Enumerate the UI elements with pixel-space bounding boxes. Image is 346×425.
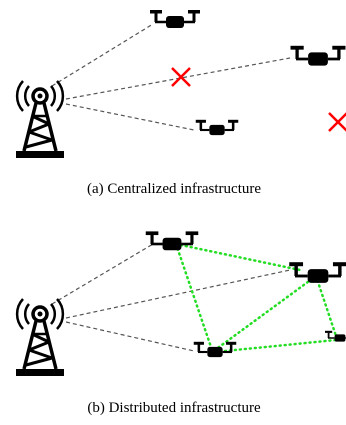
drone-icon: [288, 44, 346, 68]
mesh-link: [213, 274, 318, 352]
mesh-link: [314, 274, 339, 341]
red-cross-icon: [170, 66, 192, 88]
caption-distributed: (b) Distributed infrastructure: [87, 400, 261, 416]
panel-distributed: (b) Distributed infrastructure: [14, 229, 346, 416]
cell-tower-icon: [14, 297, 66, 378]
drone-icon: [148, 8, 202, 30]
cell-tower-icon: [14, 79, 66, 160]
mesh-link: [213, 338, 338, 354]
mesh-link: [174, 242, 214, 352]
panel-centralized: (a) Centralized infrastructure: [14, 8, 346, 197]
dashed-links-b: [51, 243, 291, 352]
drone-icon: [194, 118, 240, 137]
caption-centralized: (a) Centralized infrastructure: [87, 181, 261, 197]
drone-icon: [287, 260, 346, 285]
link-tower-drone-a: [51, 243, 154, 305]
link-tower-drone-c: [65, 321, 195, 352]
link-tower-drone3: [65, 103, 195, 131]
link-tower-drone1: [51, 23, 154, 87]
red-cross-icon: [327, 111, 346, 133]
drone-icon: [192, 340, 238, 359]
mesh-links: [174, 242, 339, 354]
link-tower-drone-b: [65, 269, 291, 319]
mesh-link: [174, 242, 302, 272]
dashed-links-a: [51, 23, 291, 131]
